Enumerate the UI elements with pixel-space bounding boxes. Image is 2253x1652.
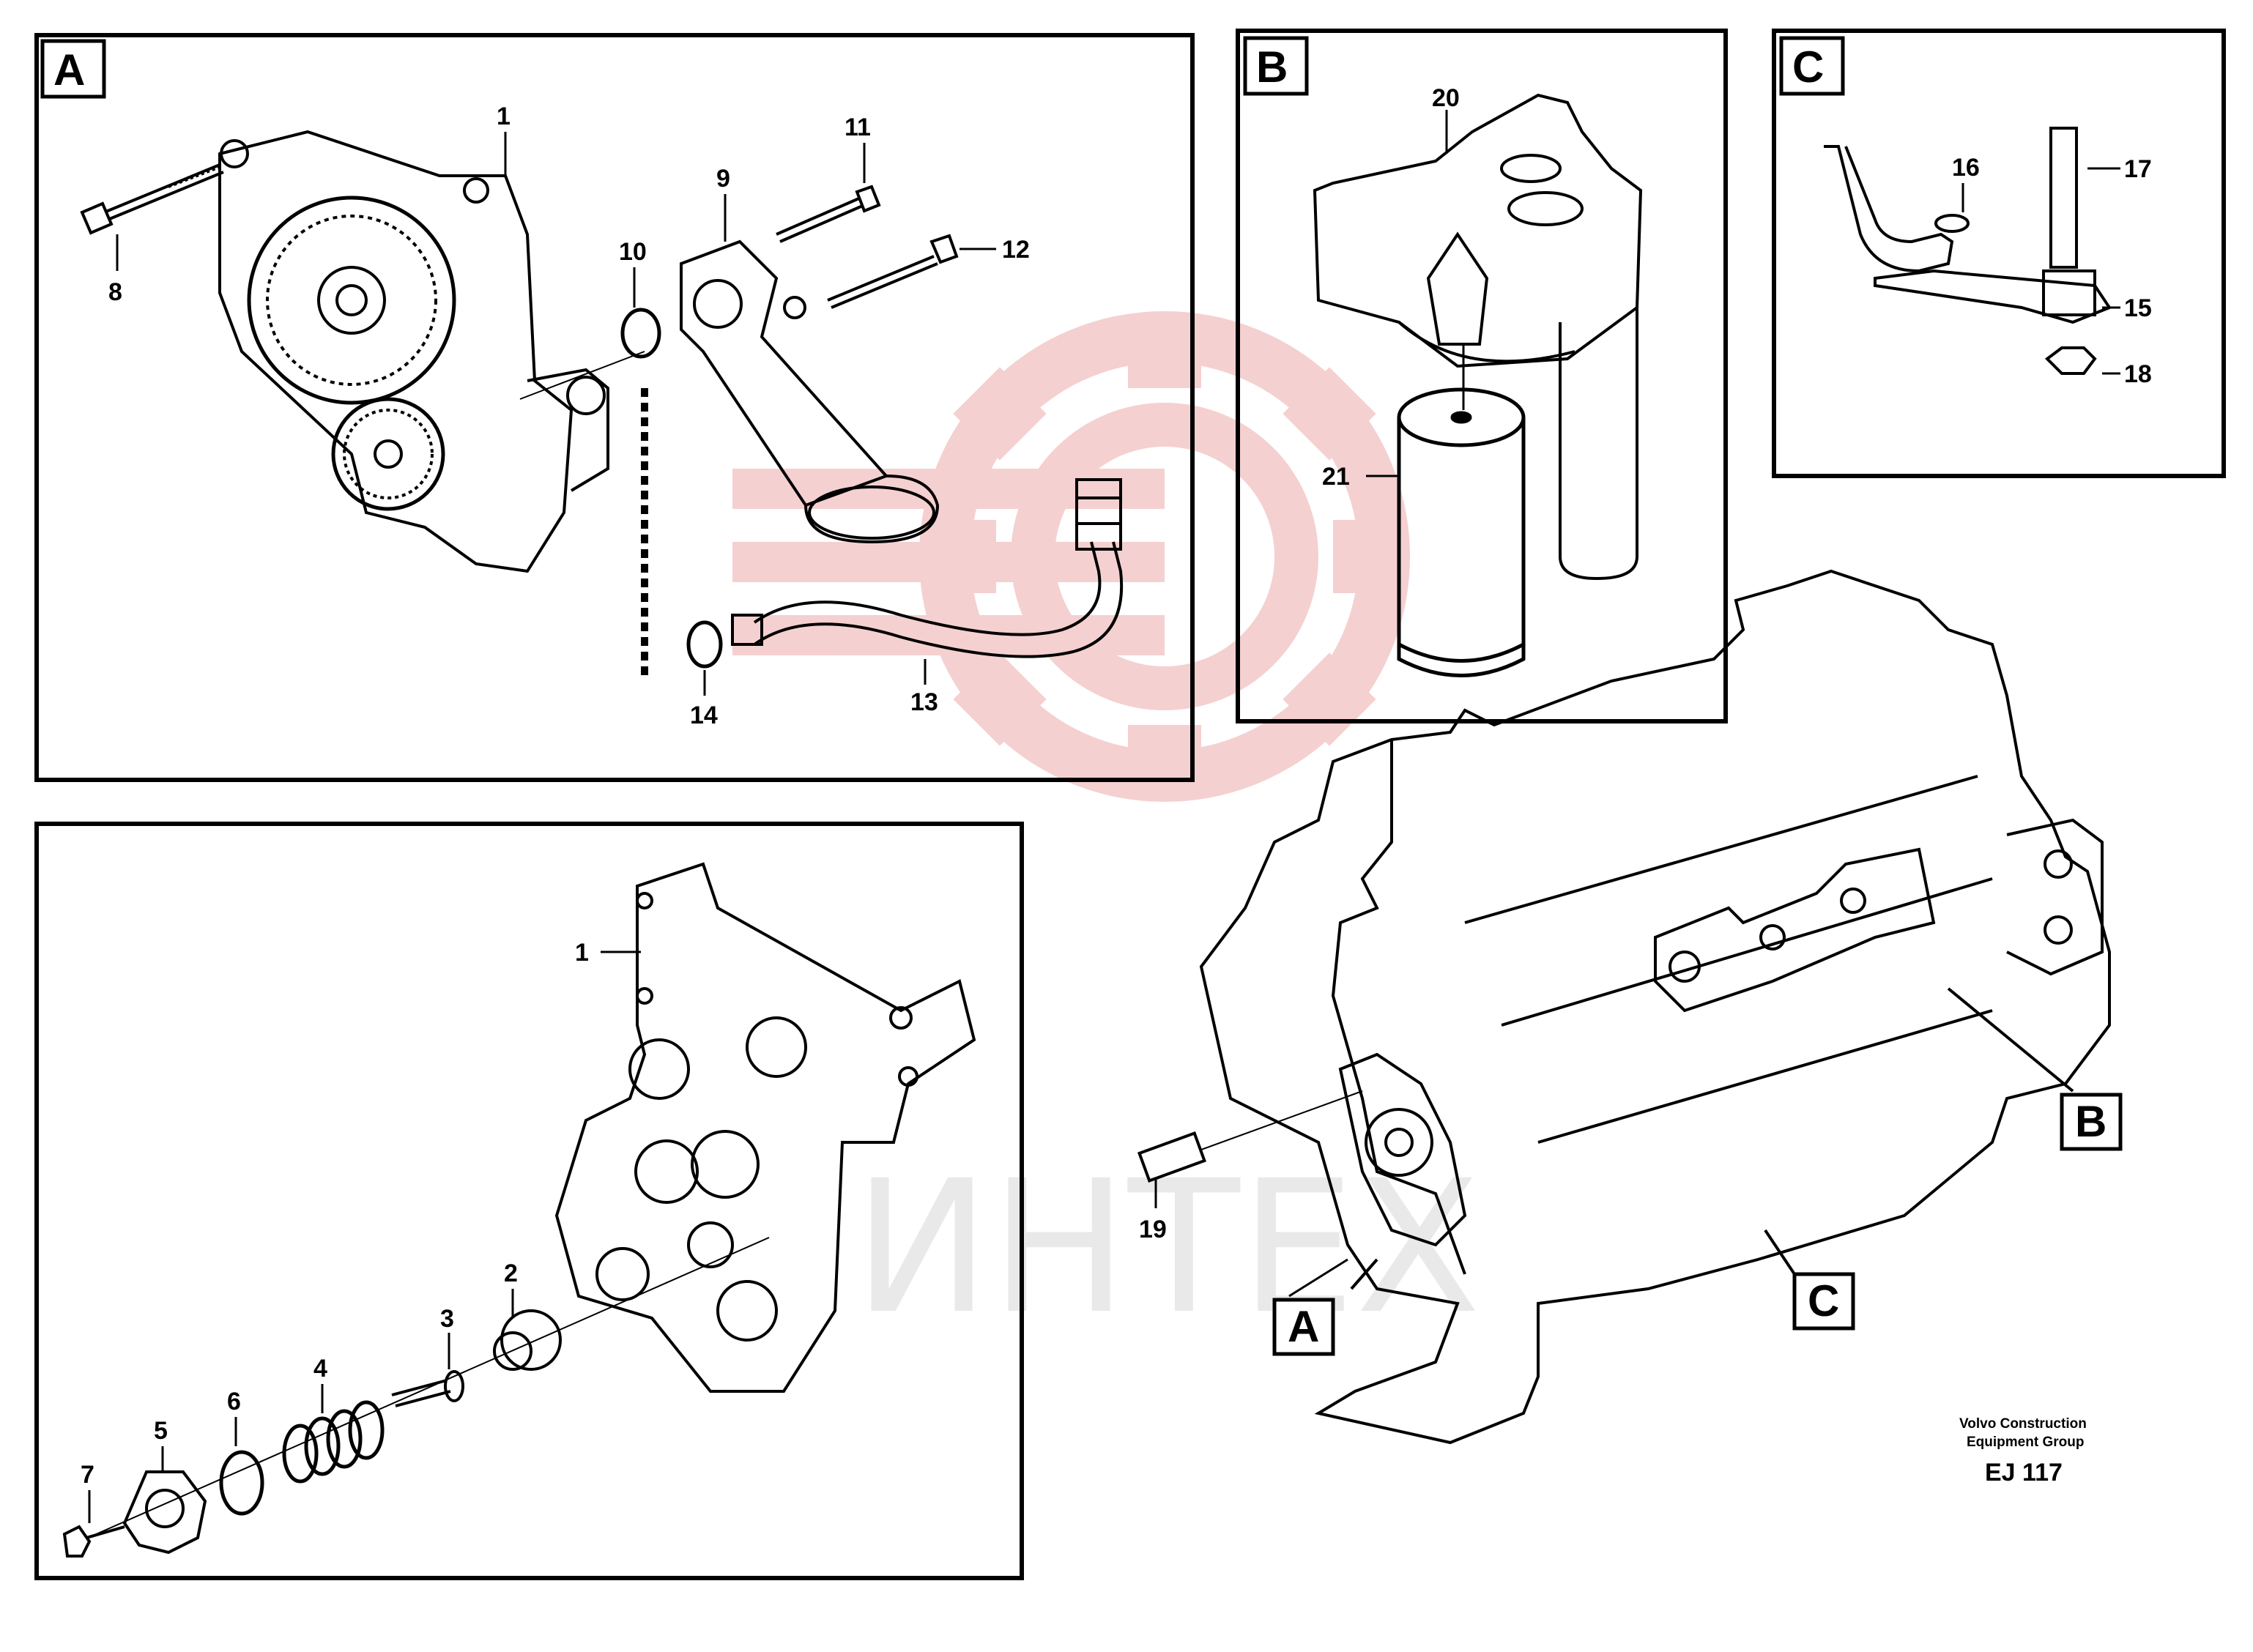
bracket-15 — [1824, 145, 2112, 324]
panel-b-letter-box — [1243, 36, 1309, 96]
part-label-11: 11 — [845, 114, 871, 141]
footer-line1: Volvo Construction — [1959, 1416, 2087, 1432]
bolt-7 — [62, 1525, 125, 1558]
part-label-15: 15 — [2124, 294, 2152, 322]
panel-c: C 16 17 15 18 — [1772, 29, 2226, 478]
o-ring-6 — [219, 1450, 264, 1516]
stud-17 — [2049, 127, 2078, 269]
part-label-6: 6 — [227, 1388, 241, 1415]
footer-line2: Equipment Group — [1967, 1435, 2084, 1450]
panel-c-letter: C — [1792, 42, 1824, 92]
bolt-8 — [80, 163, 224, 235]
nut-18 — [2044, 346, 2097, 375]
fitting-19 — [1137, 1090, 1363, 1183]
watermark-gear-logo — [732, 311, 1410, 802]
callout-c-box — [1792, 1272, 1855, 1331]
part-label-8: 8 — [108, 278, 122, 306]
part-label-9: 9 — [716, 165, 730, 193]
o-ring-10 — [620, 308, 661, 359]
part-label-13: 13 — [910, 688, 938, 716]
part-label-7: 7 — [81, 1461, 94, 1489]
oil-pump-assembly — [218, 130, 609, 573]
part-label-1: 1 — [497, 103, 511, 130]
bolt-12 — [827, 234, 959, 309]
part-label-14: 14 — [690, 702, 718, 729]
valve-piston-2 — [493, 1309, 562, 1371]
oil-pipe-13 — [731, 478, 1124, 658]
part-label-18: 18 — [2124, 360, 2152, 388]
panel-c-frame — [1772, 29, 2226, 478]
watermark-text: ИНТЕХ — [853, 1141, 1481, 1354]
panel-a: A 8 1 10 — [34, 33, 1195, 782]
part-label-16: 16 — [1952, 154, 1980, 182]
valve-cover-5 — [122, 1470, 207, 1555]
oil-filter-housing-20 — [1313, 93, 1643, 581]
panel-a-letter-box — [40, 39, 106, 99]
oil-filter-21 — [1397, 387, 1526, 677]
drawing-code: EJ 117 — [1985, 1459, 2063, 1487]
valve-axis-line — [87, 1237, 770, 1538]
panel-a-frame — [34, 33, 1195, 782]
callout-a: A — [1288, 1302, 1319, 1351]
part-label-4: 4 — [313, 1355, 327, 1383]
panel-b-frame — [1236, 29, 1728, 723]
part-label-2: 2 — [504, 1260, 518, 1287]
suction-pipe-9 — [680, 239, 940, 544]
panel-c-letter-box — [1779, 36, 1845, 96]
publisher-footer: Volvo Construction Equipment Group EJ 11… — [1959, 1416, 2087, 1487]
panel-relief-valve: 1 2 3 4 6 5 — [34, 822, 1024, 1580]
part-label-19: 19 — [1139, 1216, 1167, 1243]
engine-block — [1199, 569, 2111, 1445]
seal-14 — [686, 620, 723, 669]
panel-b-letter: B — [1256, 42, 1288, 92]
panel-relief-valve-frame — [34, 822, 1024, 1580]
part-label-21: 21 — [1322, 463, 1350, 491]
callout-b-box — [2060, 1093, 2123, 1151]
part-label-20: 20 — [1432, 84, 1460, 112]
part-label-5: 5 — [154, 1417, 168, 1445]
callout-b: B — [2075, 1097, 2107, 1146]
watermark: ИНТЕХ — [732, 311, 1481, 1354]
seal-16 — [1934, 214, 1970, 233]
part-label-17: 17 — [2124, 155, 2152, 183]
panel-a-letter: A — [53, 45, 85, 94]
part-label-10: 10 — [619, 238, 647, 266]
spring-4 — [282, 1400, 385, 1484]
callout-c: C — [1808, 1276, 1839, 1325]
bolt-11 — [776, 185, 881, 243]
panel-b: B 20 21 — [1236, 29, 1728, 723]
part-label-3: 3 — [440, 1305, 454, 1333]
part-label-12: 12 — [1002, 236, 1030, 264]
pump-housing-1 — [554, 862, 976, 1393]
callout-a-box — [1272, 1298, 1335, 1356]
part-label-1b: 1 — [575, 939, 589, 967]
pin-3 — [391, 1370, 464, 1407]
